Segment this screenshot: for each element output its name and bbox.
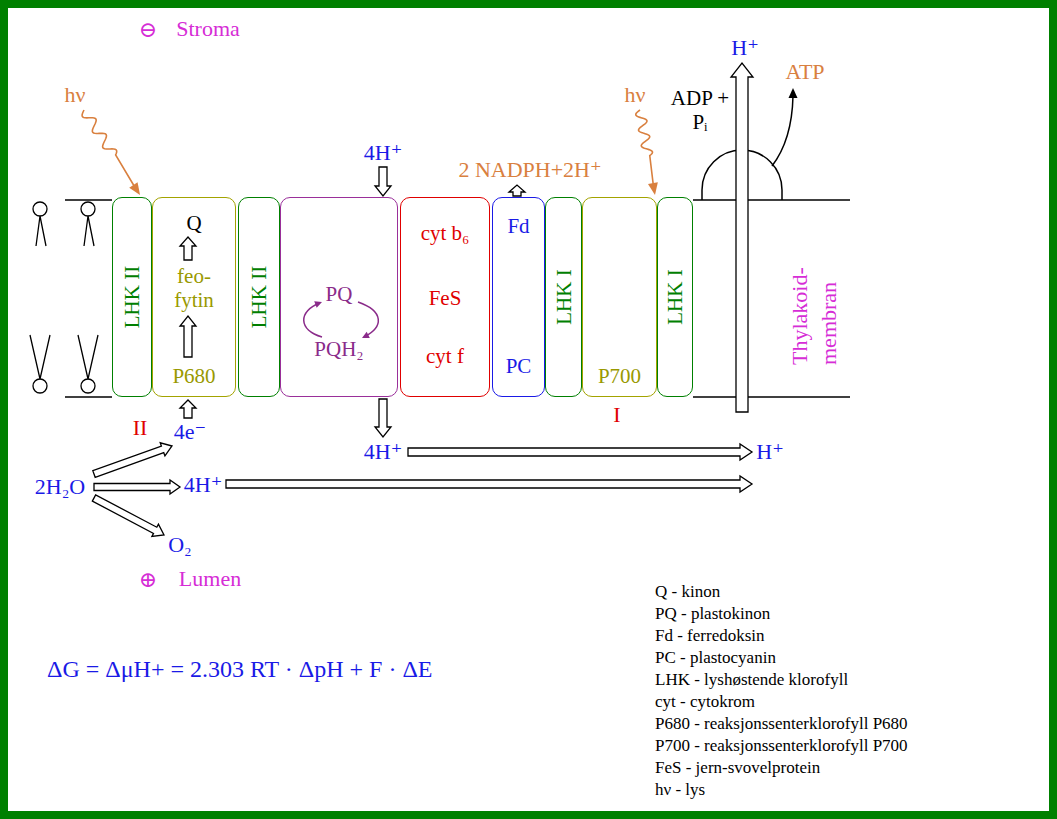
light-harvesting-complex: LHK II bbox=[238, 197, 280, 397]
lipid-head bbox=[81, 379, 95, 393]
electron-label: 4e⁻ bbox=[174, 419, 206, 444]
membrane-line bbox=[693, 396, 736, 398]
membrane-line bbox=[65, 199, 112, 201]
protein-complex: PQ PQH₂ bbox=[280, 197, 398, 397]
membrane-line bbox=[748, 199, 850, 201]
abbreviation-key: LHK - lyshøstende klorofyll bbox=[655, 670, 848, 690]
abbreviation-key: PQ - plastokinon bbox=[655, 604, 770, 624]
light-harvesting-complex: LHK I bbox=[657, 197, 693, 397]
hollow-arrow bbox=[509, 185, 525, 196]
node-text: LHK II bbox=[120, 266, 144, 328]
hollow-arrow bbox=[180, 237, 196, 260]
node-text: feo- fytin bbox=[166, 264, 222, 312]
light-label: hν bbox=[65, 82, 86, 107]
proton-label: 4H⁺ bbox=[184, 472, 223, 497]
node-text: cyt f bbox=[426, 344, 464, 368]
node-text: FeS bbox=[429, 286, 462, 310]
abbreviation-key: hν - lys bbox=[655, 780, 705, 800]
light-wave bbox=[82, 110, 135, 187]
water-label: 2H₂O bbox=[35, 474, 85, 499]
lipid-tail bbox=[78, 335, 98, 379]
charge-symbol: ⊕ bbox=[139, 567, 157, 592]
light-arrows bbox=[82, 110, 658, 195]
arrow-head bbox=[314, 301, 322, 308]
node-text: P680 bbox=[172, 364, 215, 388]
lipid-head bbox=[33, 202, 47, 216]
hollow-arrow bbox=[731, 63, 753, 412]
abbreviation-key: Q - kinon bbox=[655, 582, 720, 602]
arrow-head bbox=[129, 182, 140, 195]
cycle-arc bbox=[304, 303, 322, 337]
product-label: 2 NADPH+2H⁺ bbox=[458, 157, 601, 182]
frame-border bbox=[4, 4, 1053, 815]
node-text: Q bbox=[186, 211, 201, 235]
proton-label: H⁺ bbox=[731, 35, 759, 60]
node-text: P700 bbox=[598, 364, 641, 388]
arrow-head bbox=[789, 88, 798, 98]
abbreviation-key: P700 - reaksjonssenterklorofyll P700 bbox=[655, 736, 908, 756]
proton-label: 4H⁺ bbox=[364, 140, 403, 165]
abbreviation-key: PC - plastocyanin bbox=[655, 648, 776, 668]
photosystem-number: II bbox=[133, 415, 148, 440]
hollow-arrow bbox=[375, 399, 391, 437]
arrow-head bbox=[648, 182, 658, 195]
abbreviation-key: Fd - ferredoksin bbox=[655, 626, 765, 646]
light-label: hν bbox=[625, 82, 646, 107]
product-label: ATP bbox=[785, 59, 824, 84]
lipid-tail bbox=[84, 216, 94, 246]
proton-label: H⁺ bbox=[756, 439, 784, 464]
light-wave bbox=[636, 110, 654, 186]
node-text: Fd bbox=[507, 214, 529, 238]
protein-complex: cyt b₆ FeS cyt f bbox=[400, 197, 490, 397]
hollow-arrow bbox=[180, 400, 196, 418]
node-text: LHK II bbox=[247, 266, 271, 328]
photosystem-number: I bbox=[613, 402, 620, 427]
hollow-arrow bbox=[93, 443, 172, 478]
reaction-arrow bbox=[772, 96, 793, 166]
node-text: LHK I bbox=[551, 269, 575, 324]
abbreviation-key: cyt - cytokrom bbox=[655, 692, 755, 712]
charge-symbol: ⊖ bbox=[139, 17, 157, 42]
protein-complex: P700 bbox=[582, 197, 657, 397]
node-text: LHK I bbox=[663, 269, 687, 324]
membrane-line bbox=[65, 396, 112, 398]
hollow-arrow bbox=[226, 476, 752, 492]
atp-arrow bbox=[772, 88, 798, 166]
abbreviation-key: FeS - jern-svovelprotein bbox=[655, 758, 820, 778]
protein-complex: FdPC bbox=[492, 197, 545, 397]
lipid-symbols bbox=[30, 202, 98, 393]
lipid-head bbox=[33, 379, 47, 393]
oxygen-label: O₂ bbox=[168, 532, 192, 557]
node-text: cyt b₆ bbox=[421, 221, 470, 245]
light-harvesting-complex: LHK II bbox=[112, 197, 152, 397]
light-harvesting-complex: LHK I bbox=[545, 197, 582, 397]
membrane-line bbox=[748, 396, 850, 398]
node-text: PQH₂ bbox=[314, 337, 363, 361]
hollow-arrow bbox=[92, 495, 164, 537]
lipid-tail bbox=[30, 335, 50, 379]
hollow-arrow bbox=[408, 444, 752, 460]
node-text: PC bbox=[506, 354, 532, 378]
plastoquinone-cycle bbox=[304, 301, 379, 338]
membrane-line bbox=[693, 199, 736, 201]
membrane-label: Thylakoid- membran bbox=[786, 215, 843, 365]
equation: ΔG = ΔμH+ = 2.303 RT · ΔpH + F · ΔE bbox=[47, 656, 433, 684]
substrate-label: ADP + Pᵢ bbox=[668, 86, 732, 134]
lipid-head bbox=[81, 202, 95, 216]
hollow-arrow bbox=[375, 167, 391, 196]
lipid-tail bbox=[36, 216, 46, 246]
cycle-arc bbox=[358, 302, 378, 337]
hollow-arrow bbox=[180, 316, 196, 357]
compartment-label: Stroma bbox=[176, 16, 240, 41]
flow-arrows bbox=[92, 63, 753, 537]
abbreviation-key: P680 - reaksjonssenterklorofyll P680 bbox=[655, 714, 908, 734]
node-text: PQ bbox=[326, 282, 353, 306]
proton-label: 4H⁺ bbox=[364, 439, 403, 464]
protein-complex: Qfeo- fytinP680 bbox=[152, 197, 236, 397]
compartment-label: Lumen bbox=[179, 566, 241, 591]
hollow-arrow bbox=[94, 480, 180, 494]
